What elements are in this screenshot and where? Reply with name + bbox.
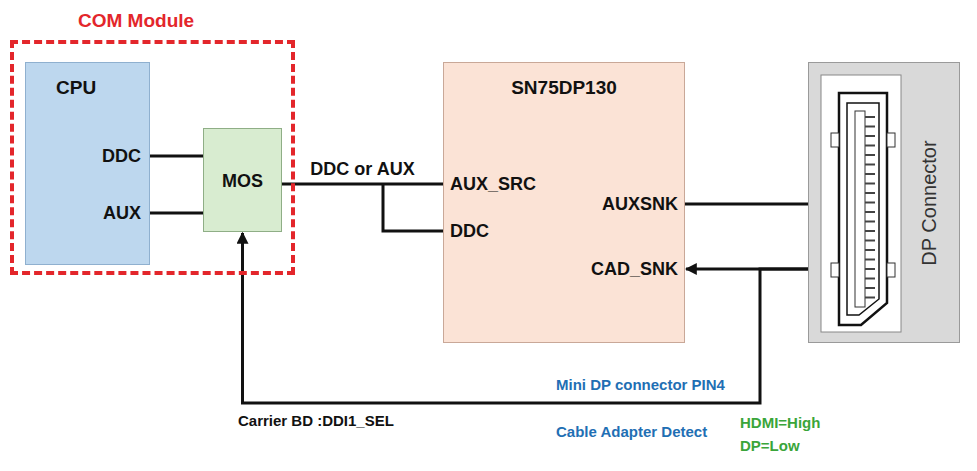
signal-wire — [150, 212, 203, 215]
box-title: COM Module — [78, 10, 194, 32]
box-title: DP Connector — [918, 140, 940, 265]
pin-name: AUXSNK — [602, 193, 678, 215]
pin-name: CAD_SNK — [591, 258, 678, 280]
connector-box: DP Connector — [808, 62, 960, 343]
cpu-box: CPU DDC AUX — [25, 62, 150, 265]
signal-note: Carrier BD :DDI1_SEL — [238, 411, 394, 430]
box-title: SN75DP130 — [511, 77, 617, 99]
box-title: CPU — [56, 77, 96, 99]
pin-name: DDC — [450, 220, 489, 242]
signal-note: DP=Low — [740, 436, 800, 455]
module-outline: COM ModuleCPUDDCAUXMOS — [10, 40, 295, 275]
signal-wire — [150, 155, 203, 158]
signal-wire — [685, 203, 808, 206]
signal-note: HDMI=High — [740, 413, 820, 432]
signal-wire — [282, 184, 443, 231]
box-title: MOS — [222, 170, 263, 192]
wire-label: DDC or AUX — [308, 158, 416, 180]
pin-name: DDC — [102, 145, 141, 167]
signal-note: Mini DP connector PIN4 — [556, 375, 725, 394]
chip-box: SN75DP130AUX_SRC DDC AUXSNK CAD_SNK — [443, 62, 685, 343]
pin-name: AUX — [103, 202, 141, 224]
mos-box: MOS — [203, 128, 282, 232]
signal-note: Cable Adapter Detect — [556, 422, 707, 441]
pin-name: AUX_SRC — [450, 173, 536, 195]
